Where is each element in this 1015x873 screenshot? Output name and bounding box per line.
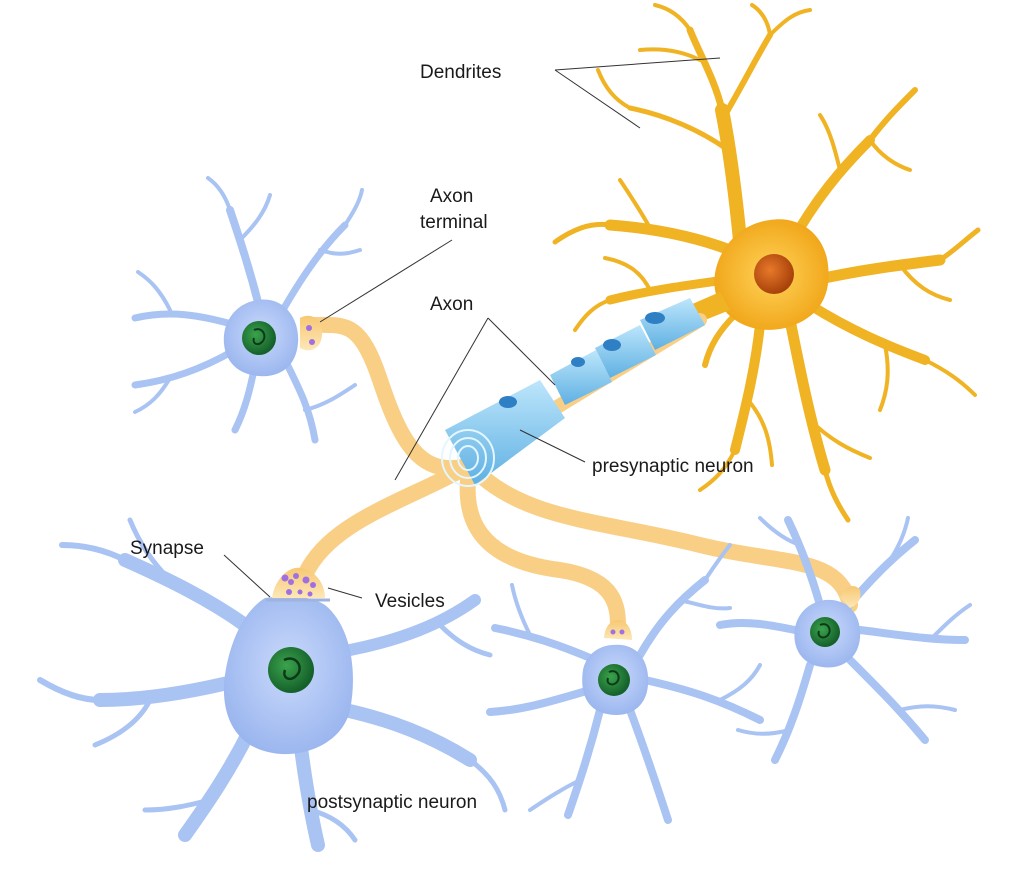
label-axon-terminal-line1: Axon [430, 186, 473, 207]
labels: Dendrites Axon terminal Axon presynaptic… [130, 62, 754, 813]
label-axon: Axon [430, 294, 473, 315]
leader-lines [223, 57, 721, 599]
postsynaptic-neuron-upper-left [131, 176, 364, 444]
axon-terminal-upper [300, 315, 322, 351]
postsynaptic-neuron-main [37, 517, 508, 852]
label-presynaptic-neuron: presynaptic neuron [592, 456, 754, 477]
postsynaptic-neuron-lower-middle [486, 543, 764, 824]
presynaptic-nucleus [754, 254, 794, 294]
postsynaptic-neuron-right [716, 516, 972, 764]
myelin-sheath [445, 298, 705, 485]
label-axon-terminal-line2: terminal [420, 212, 488, 233]
label-synapse: Synapse [130, 538, 204, 559]
vesicle-cluster [281, 573, 316, 597]
label-dendrites: Dendrites [420, 62, 501, 83]
label-vesicles: Vesicles [375, 591, 445, 612]
presynaptic-neuron [552, 3, 981, 523]
myelin-rings [441, 429, 495, 487]
axon-fibers [297, 316, 858, 633]
label-postsynaptic-neuron: postsynaptic neuron [307, 792, 477, 813]
schwann-nuclei [499, 312, 665, 408]
presynaptic-dendrites [552, 3, 981, 523]
myelinated-axon [441, 298, 707, 487]
